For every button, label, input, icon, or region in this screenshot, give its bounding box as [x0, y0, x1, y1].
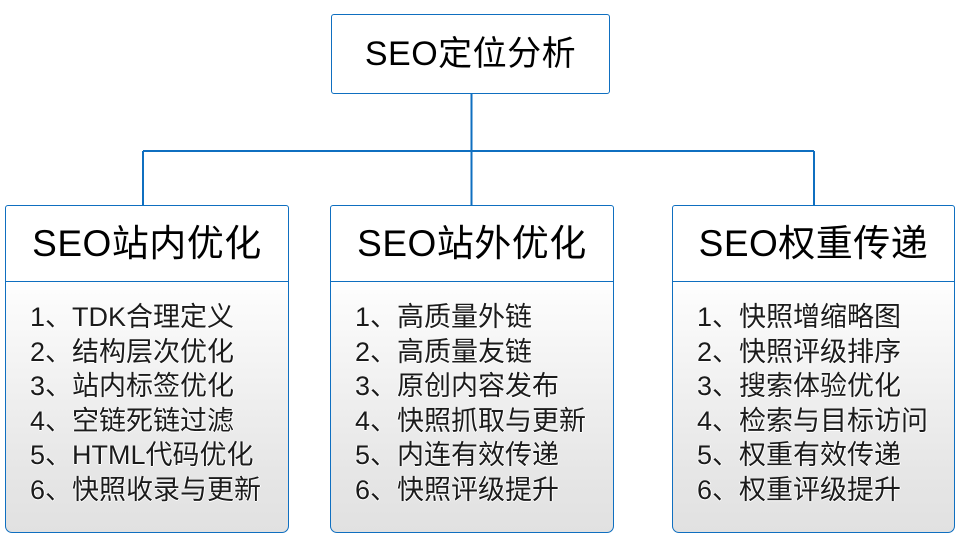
branch-column-1[interactable]: SEO站内优化 1、 TDK合理定义 2、 结构层次优化 3、 站内标签优化 4… — [5, 205, 289, 533]
list-item-index: 6、 — [355, 474, 398, 505]
list-item-index: 4、 — [30, 405, 73, 436]
list-item-text: 结构层次优化 — [72, 336, 235, 367]
list-item-index: 3、 — [697, 371, 740, 401]
list-item-text: 权重有效传递 — [739, 440, 902, 470]
list-item-index: 5、 — [697, 440, 740, 470]
list-item: 2、 快照评级排序 — [697, 335, 954, 370]
branch-header-label-1: SEO站内优化 — [32, 223, 262, 264]
list-item: 3、 搜索体验优化 — [697, 369, 954, 404]
list-item-index: 6、 — [697, 474, 740, 505]
list-item: 3、 原创内容发布 — [355, 369, 613, 404]
list-item-text: 检索与目标访问 — [739, 405, 929, 436]
branch-header-3[interactable]: SEO权重传递 — [672, 205, 955, 282]
list-item: 2、 高质量友链 — [355, 335, 613, 370]
branch-body-3: 1、 快照增缩略图 2、 快照评级排序 3、 搜索体验优化 4、 检索与目标访问… — [672, 282, 955, 533]
list-item-index: 1、 — [355, 302, 398, 332]
list-item: 5、 内连有效传递 — [355, 438, 613, 473]
list-item: 1、 快照增缩略图 — [697, 300, 954, 335]
branch-header-label-3: SEO权重传递 — [698, 223, 929, 264]
list-item-index: 1、 — [30, 302, 73, 332]
list-item-text: 快照评级提升 — [397, 474, 560, 505]
list-item-index: 6、 — [30, 474, 73, 505]
list-item: 6、 权重评级提升 — [697, 473, 954, 508]
list-item-index: 4、 — [697, 405, 740, 436]
list-item-text: 内连有效传递 — [397, 440, 560, 470]
list-item-index: 5、 — [355, 440, 398, 470]
list-item-text: 搜索体验优化 — [739, 371, 902, 401]
list-item: 1、 高质量外链 — [355, 300, 613, 335]
list-item-index: 2、 — [697, 336, 740, 367]
list-item: 1、 TDK合理定义 — [30, 300, 288, 335]
list-item: 6、 快照收录与更新 — [30, 473, 288, 508]
list-item-text: 快照收录与更新 — [72, 474, 262, 505]
list-item: 4、 空链死链过滤 — [30, 404, 288, 439]
list-item-text: 站内标签优化 — [72, 371, 235, 401]
list-item-text: 权重评级提升 — [739, 474, 902, 505]
list-item: 4、 快照抓取与更新 — [355, 404, 613, 439]
list-item-text: 快照增缩略图 — [739, 302, 902, 332]
branch-column-2[interactable]: SEO站外优化 1、 高质量外链 2、 高质量友链 3、 原创内容发布 4、 快 — [330, 205, 614, 533]
branch-header-1[interactable]: SEO站内优化 — [5, 205, 289, 282]
list-item-index: 3、 — [355, 371, 398, 401]
list-item-text: 原创内容发布 — [397, 371, 560, 401]
list-item-index: 5、 — [30, 440, 73, 470]
list-item-text: 高质量外链 — [397, 302, 533, 332]
list-item-text: 高质量友链 — [397, 336, 533, 367]
branch-body-2: 1、 高质量外链 2、 高质量友链 3、 原创内容发布 4、 快照抓取与更新 5… — [330, 282, 614, 533]
list-item-text: 快照抓取与更新 — [397, 405, 587, 436]
root-node-label: SEO定位分析 — [364, 35, 577, 73]
list-item-text: HTML代码优化 — [72, 440, 254, 470]
list-item-text: 空链死链过滤 — [72, 405, 235, 436]
branch-column-3[interactable]: SEO权重传递 1、 快照增缩略图 2、 快照评级排序 3、 搜索体验优化 4、 — [672, 205, 955, 533]
list-item: 6、 快照评级提升 — [355, 473, 613, 508]
list-item-text: 快照评级排序 — [739, 336, 902, 367]
list-item-index: 3、 — [30, 371, 73, 401]
list-item-text: TDK合理定义 — [72, 302, 235, 332]
list-item: 4、 检索与目标访问 — [697, 404, 954, 439]
branch-header-2[interactable]: SEO站外优化 — [330, 205, 614, 282]
list-item-index: 2、 — [30, 336, 73, 367]
branch-item-list-2: 1、 高质量外链 2、 高质量友链 3、 原创内容发布 4、 快照抓取与更新 5… — [331, 300, 613, 507]
list-item: 2、 结构层次优化 — [30, 335, 288, 370]
list-item-index: 4、 — [355, 405, 398, 436]
root-node[interactable]: SEO定位分析 — [331, 14, 610, 94]
list-item: 5、 权重有效传递 — [697, 438, 954, 473]
list-item-index: 2、 — [355, 336, 398, 367]
list-item: 5、 HTML代码优化 — [30, 438, 288, 473]
list-item: 3、 站内标签优化 — [30, 369, 288, 404]
branch-header-label-2: SEO站外优化 — [357, 223, 587, 264]
branch-item-list-1: 1、 TDK合理定义 2、 结构层次优化 3、 站内标签优化 4、 空链死链过滤… — [6, 300, 288, 507]
branch-item-list-3: 1、 快照增缩略图 2、 快照评级排序 3、 搜索体验优化 4、 检索与目标访问… — [673, 300, 954, 507]
list-item-index: 1、 — [697, 302, 740, 332]
branch-body-1: 1、 TDK合理定义 2、 结构层次优化 3、 站内标签优化 4、 空链死链过滤… — [5, 282, 289, 533]
